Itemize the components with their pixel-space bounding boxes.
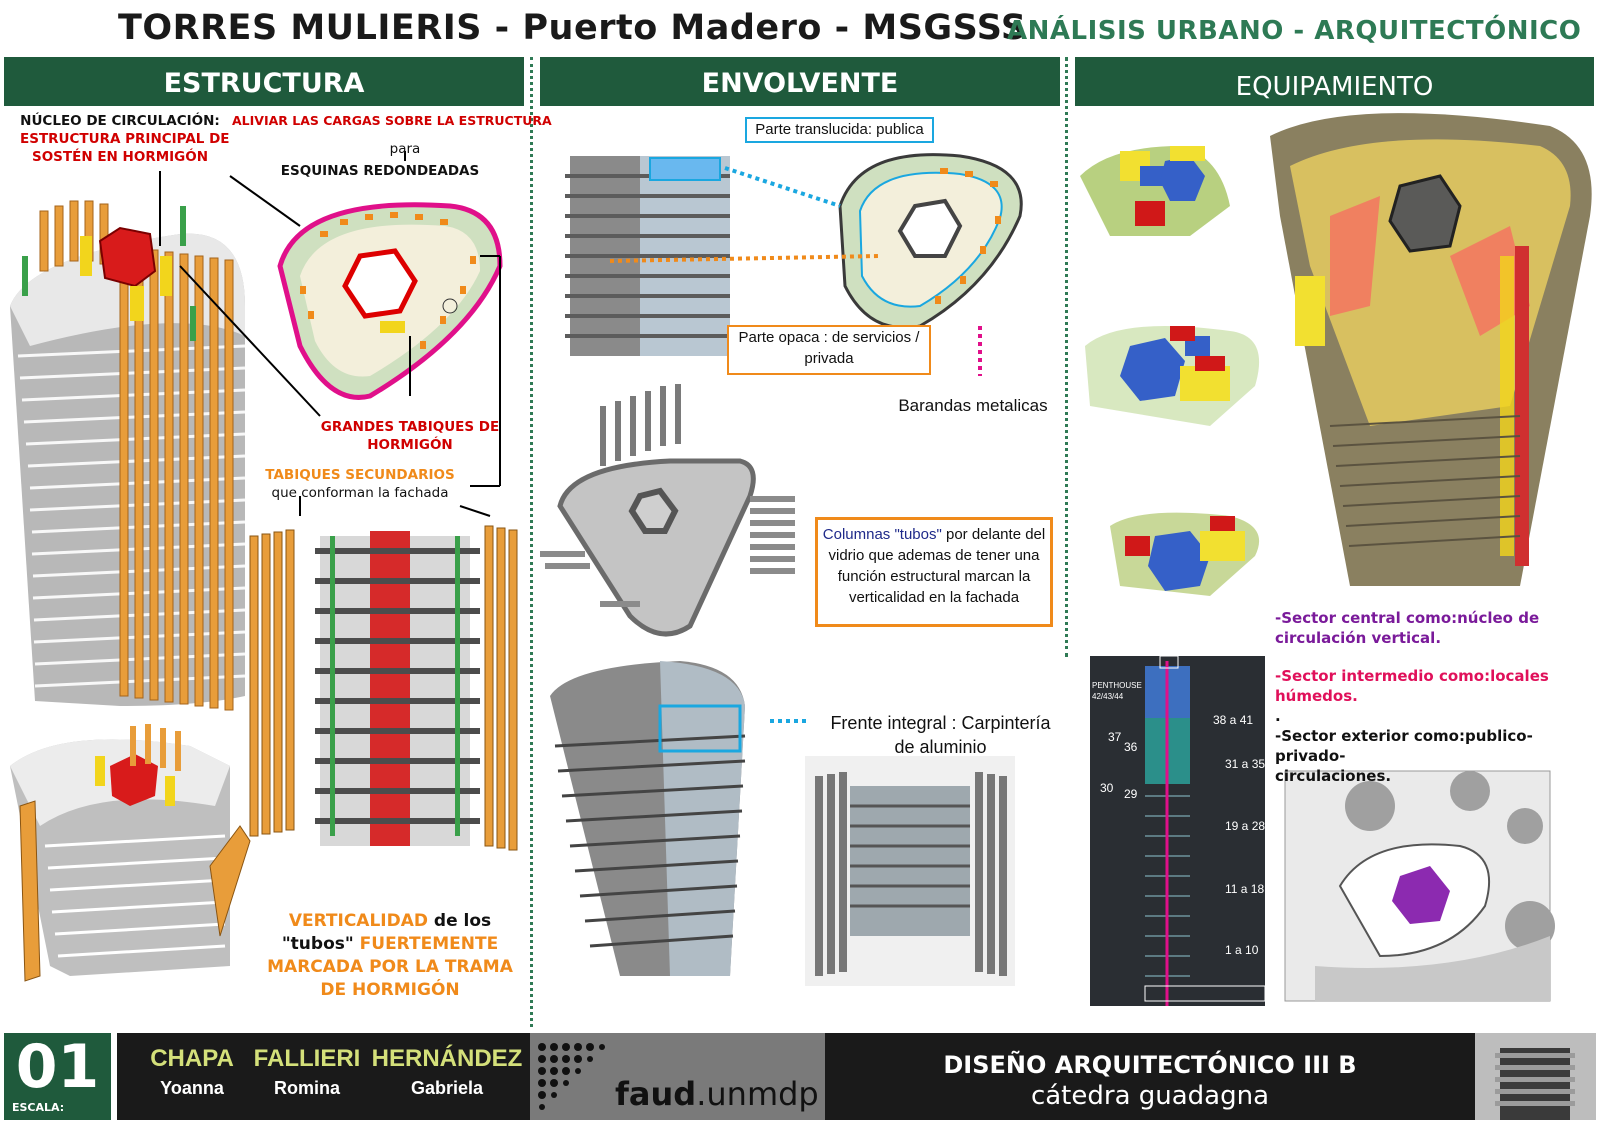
nucleo-title: NÚCLEO DE CIRCULACIÓN:: [20, 113, 220, 129]
author-2-first: Romina: [273, 1078, 340, 1098]
author-3-first: Gabriela: [410, 1078, 484, 1098]
tower-small-illustration: [10, 724, 251, 982]
para-label: para: [389, 141, 421, 157]
divider-right: [1065, 57, 1068, 657]
hormigon-line: DE HORMIGÓN: [320, 980, 460, 1000]
building-thumbnail: [1475, 1033, 1596, 1120]
tower-large-illustration: [10, 200, 246, 711]
legend-central-2: circulación vertical.: [1275, 629, 1442, 647]
cutaway-tower: [1270, 113, 1592, 586]
authors-box: CHAPA Yoanna FALLIERI Romina HERNÁNDEZ G…: [117, 1033, 530, 1120]
column-tubes-illustration: [540, 384, 795, 637]
floors-31-35-label: 31 a 35: [1225, 757, 1266, 771]
penthouse-floors-label: 42/43/44: [1092, 692, 1124, 701]
aliviar-label: ALIVIAR LAS CARGAS SOBRE LA ESTRUCTURA: [232, 113, 552, 128]
section-diagram: [1090, 655, 1266, 1006]
author-1: CHAPA Yoanna: [127, 1045, 257, 1099]
floors-11-18-label: 11 a 18: [1225, 882, 1265, 896]
legend-intermedio-2: húmedos.: [1275, 687, 1358, 705]
translucida-label: Parte translucida: publica: [745, 117, 934, 143]
opaca-line-2: privada: [804, 350, 854, 367]
legend-exterior-2: circulaciones.: [1275, 767, 1392, 785]
legend-intermedio-1: -Sector intermedio como:locales: [1275, 667, 1549, 685]
floor-block-mid: [1085, 326, 1260, 426]
verticalidad-note: VERTICALIDAD de los "tubos" FUERTEMENTE …: [265, 910, 515, 1002]
floor-block-top: [1080, 146, 1230, 236]
footer: 01 ESCALA: CHAPA Yoanna FALLIERI Romina …: [0, 1031, 1600, 1120]
verticalidad-word: VERTICALIDAD: [288, 911, 428, 931]
level-30-label: 30: [1100, 781, 1114, 795]
author-3: HERNÁNDEZ Gabriela: [367, 1045, 527, 1099]
author-2: FALLIERI Romina: [242, 1045, 372, 1099]
fuertemente-word: FUERTEMENTE: [353, 934, 499, 954]
columnas-line-2: vidrio que ademas de tener una: [828, 547, 1040, 564]
course-title: DISEÑO ARQUITECTÓNICO III B: [943, 1051, 1357, 1079]
floor-plan-illustration: [277, 202, 503, 400]
esquinas-label: ESQUINAS REDONDEADAS: [280, 163, 480, 179]
level-36-label: 36: [1124, 740, 1138, 754]
facade-tower-illustration: [565, 156, 730, 356]
equipamiento-drawings: [1080, 113, 1592, 1006]
marcada-line: MARCADA POR LA TRAMA: [267, 957, 513, 977]
faud-logo-b: .unmdp: [696, 1075, 819, 1113]
verticalidad-rest: de los: [428, 911, 492, 931]
columnas-line-4: verticalidad en la fachada: [848, 589, 1020, 606]
building-thumbnail-icon: [1495, 1048, 1575, 1120]
faud-logo-text: faud.unmdp: [615, 1075, 819, 1113]
columnas-word: Columnas "tubos": [822, 526, 942, 543]
level-37-label: 37: [1108, 730, 1122, 744]
author-1-last: CHAPA: [150, 1045, 234, 1072]
nucleo-desc-2: SOSTÉN EN HORMIGÓN: [31, 149, 209, 165]
divider-left: [530, 57, 533, 1027]
columnas-rest: por delante del: [941, 526, 1046, 543]
page-title: TORRES MULIERIS - Puerto Madero - MSGSSS: [118, 8, 1027, 48]
author-1-first: Yoanna: [160, 1078, 224, 1098]
legend-exterior-1: -Sector exterior como:publico-privado-: [1275, 727, 1533, 765]
author-2-last: FALLIERI: [253, 1045, 361, 1072]
envolvente-drawings: [540, 153, 1023, 986]
estructura-drawings: [10, 151, 518, 982]
page-subtitle: ANÁLISIS URBANO - ARQUITECTÓNICO: [1007, 16, 1582, 46]
floors-1-10-label: 1 a 10: [1225, 943, 1259, 957]
sheet-number: 01: [15, 1032, 100, 1102]
barandas-label: Barandas metalicas: [898, 396, 1048, 415]
floor-block-low: [1110, 512, 1260, 596]
course-box: DISEÑO ARQUITECTÓNICO III B cátedra guad…: [825, 1033, 1475, 1120]
legend-central-1: -Sector central como:núcleo de: [1275, 609, 1540, 627]
tabiques-label-2: HORMIGÓN: [367, 437, 453, 453]
frente-line-2: de aluminio: [894, 737, 987, 757]
author-3-last: HERNÁNDEZ: [371, 1045, 523, 1072]
columnas-box: Columnas "tubos" por delante del vidrio …: [815, 517, 1053, 627]
legend-dot: .: [1275, 707, 1281, 725]
envolvente-heading: ENVOLVENTE: [540, 57, 1060, 106]
opaca-line-1: Parte opaca : de servicios /: [738, 329, 920, 346]
exploded-structure-illustration: [249, 525, 518, 851]
secundarios-label-2: que conforman la fachada: [271, 485, 449, 501]
equipamiento-legend: -Sector central como:núcleo de circulaci…: [1275, 608, 1595, 786]
secundarios-label-1: TABIQUES SECUNDARIOS: [265, 467, 455, 483]
nucleo-desc-1: ESTRUCTURA PRINCIPAL DE: [20, 131, 230, 147]
floors-19-28-label: 19 a 28: [1225, 819, 1266, 833]
faud-logo-icon: [538, 1043, 605, 1110]
opaca-box: Parte opaca : de servicios / privada: [727, 325, 931, 375]
tubos-word: "tubos": [281, 934, 354, 954]
site-plan: [1284, 770, 1555, 1002]
aluminum-frame-illustration: [805, 756, 1015, 986]
logo-box: faud.unmdp: [530, 1033, 825, 1120]
escala-label: ESCALA:: [12, 1101, 65, 1114]
envolvente-plan-illustration: [838, 153, 1023, 330]
level-29-label: 29: [1124, 787, 1138, 801]
tabiques-label-1: GRANDES TABIQUES DE: [320, 419, 500, 435]
floors-38-41-label: 38 a 41: [1213, 713, 1254, 727]
columnas-line-3: función estructural marcan la: [837, 568, 1031, 585]
frente-line-1: Frente integral : Carpintería: [830, 713, 1051, 733]
catedra-label: cátedra guadagna: [1030, 1081, 1270, 1111]
equipamiento-heading: EQUIPAMIENTO: [1075, 57, 1594, 106]
faud-logo-a: faud: [615, 1075, 697, 1113]
penthouse-label: PENTHOUSE: [1092, 681, 1142, 690]
estructura-heading: ESTRUCTURA: [4, 57, 524, 106]
curved-facade-illustration: [550, 661, 746, 976]
frente-label: Frente integral : Carpintería de alumini…: [828, 711, 1053, 759]
sheet-number-box: 01 ESCALA:: [4, 1033, 111, 1120]
